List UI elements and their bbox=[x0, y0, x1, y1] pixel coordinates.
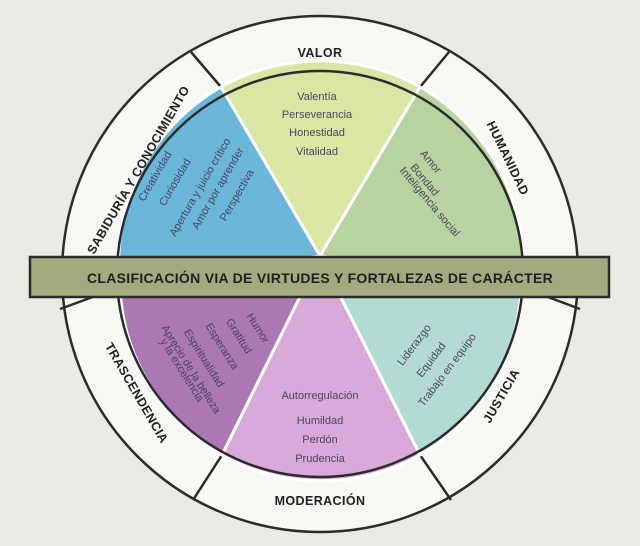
sector-valor bbox=[218, 59, 423, 259]
domain-label-valor: VALOR bbox=[298, 46, 343, 60]
virtue-item: Perseverancia bbox=[282, 109, 353, 121]
virtue-item: Perdón bbox=[302, 434, 337, 446]
virtue-item: Honestidad bbox=[289, 127, 345, 139]
domain-label-moderacion: MODERACIÓN bbox=[275, 493, 366, 508]
virtue-item: Prudencia bbox=[295, 453, 345, 465]
virtue-item: Humildad bbox=[297, 415, 343, 427]
sector-moderacion bbox=[220, 252, 422, 483]
virtues-moderacion: Autorregulación Humildad Perdón Prudenci… bbox=[281, 390, 358, 465]
title-banner bbox=[28, 255, 611, 299]
virtue-item: Autorregulación bbox=[281, 390, 358, 402]
diagram-title: CLASIFICACIÓN VIA DE VIRTUDES Y FORTALEZ… bbox=[87, 269, 553, 286]
virtue-item: Valentía bbox=[297, 91, 337, 103]
virtue-item: Vitalidad bbox=[296, 146, 338, 158]
virtues-valor: Valentía Perseverancia Honestidad Vitali… bbox=[282, 91, 353, 158]
